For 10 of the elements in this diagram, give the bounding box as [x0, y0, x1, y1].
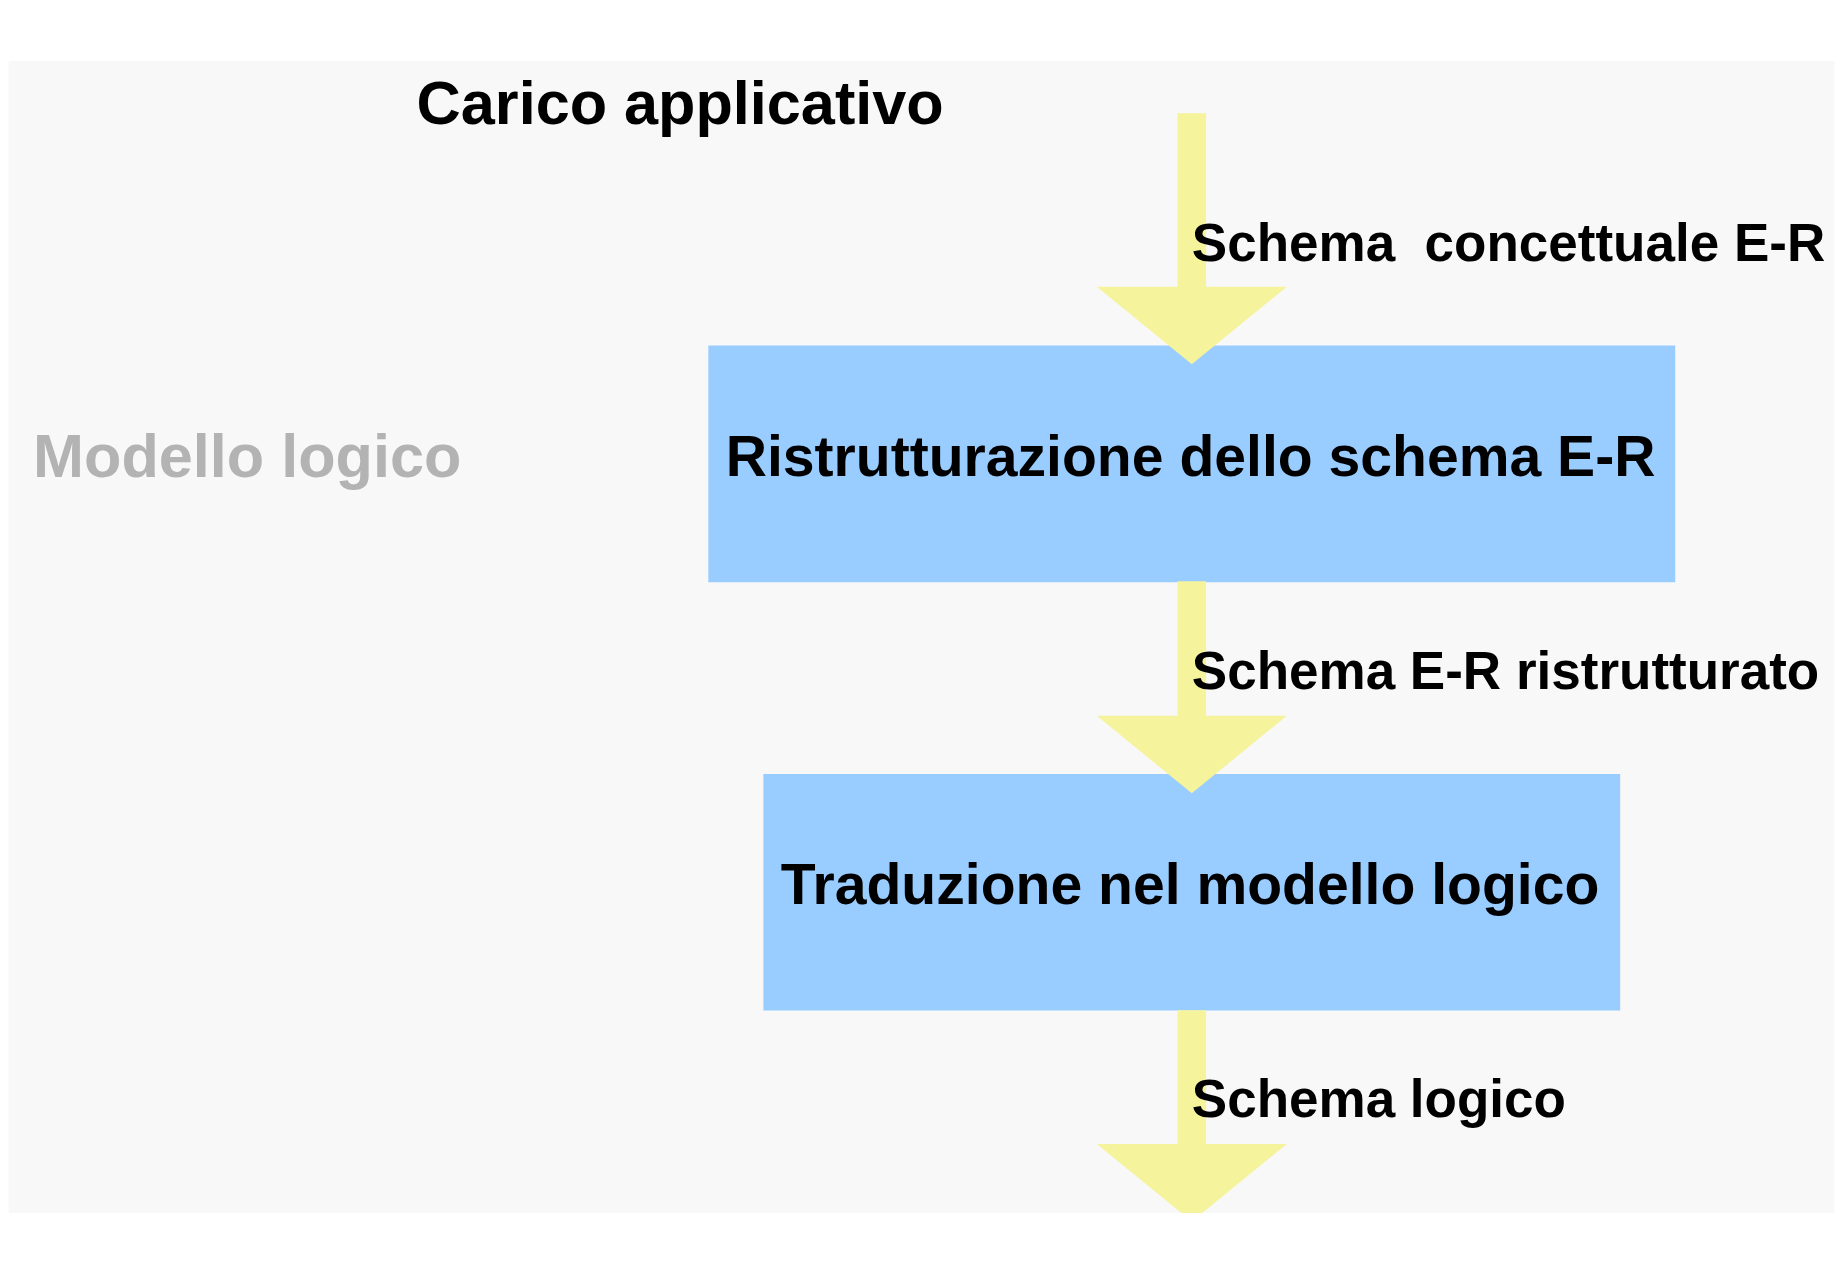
node-box: Traduzione nel modello logico	[763, 773, 1621, 1011]
edge-label: Schema logico	[1191, 1068, 1566, 1128]
label: Modello logico	[33, 421, 462, 490]
node-box: Ristrutturazione dello schema E-R	[708, 345, 1676, 582]
label: Carico applicativo	[416, 68, 944, 137]
arrow	[1096, 580, 1287, 793]
edge-label: Schema E-R ristrutturato	[1191, 640, 1820, 700]
arrow	[1096, 1009, 1287, 1213]
arrow	[1096, 112, 1287, 364]
edge-label: Schema concettuale E-R	[1191, 212, 1826, 272]
